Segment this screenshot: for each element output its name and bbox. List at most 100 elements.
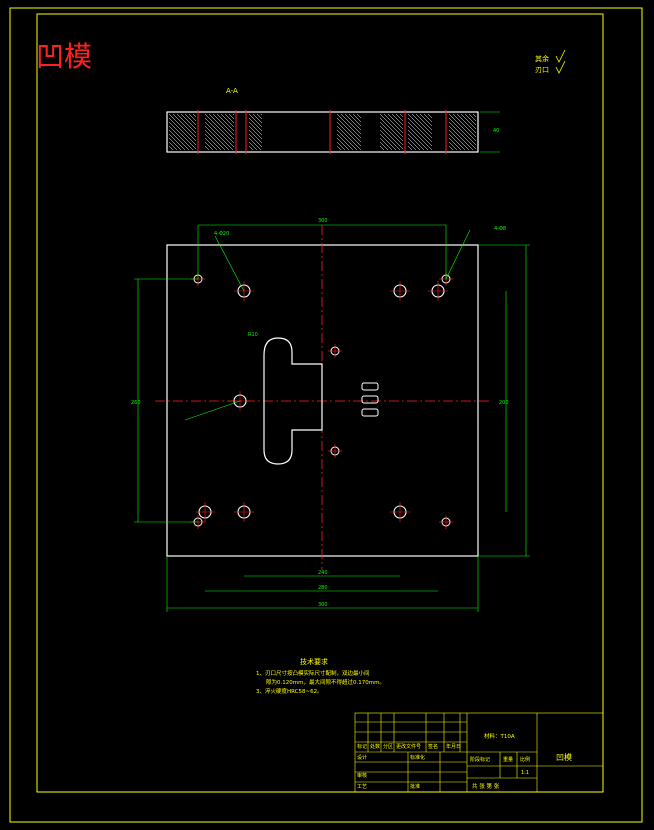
tb-role: 年月日 <box>446 743 461 750</box>
hatch-line <box>204 125 230 151</box>
inner-frame <box>36 13 604 793</box>
hatch-line <box>220 113 235 128</box>
hatch-line <box>248 137 262 151</box>
hatch-line <box>204 117 235 148</box>
hatch-line <box>168 129 190 151</box>
title-block-texts: 材料：T10A 凹模 阶段标记 重量 比例 1:1 共 张 第 张 标记 处数 … <box>357 732 572 790</box>
hatch-line <box>468 113 477 122</box>
hatch-line <box>168 133 186 151</box>
screw-hole <box>195 502 215 522</box>
hatch-line <box>168 137 182 151</box>
hatch-line <box>168 117 197 146</box>
tb-role: 更改文件号 <box>396 743 421 750</box>
hatch-line <box>212 113 235 136</box>
section-outline <box>166 111 479 153</box>
hatch-line <box>204 137 218 151</box>
hatch-line <box>407 133 425 151</box>
roughness-note: 其余 刃口 <box>535 49 566 74</box>
screw-hole <box>428 281 448 301</box>
hatch-line <box>248 141 258 151</box>
hatch-line <box>391 113 404 126</box>
hatch-line <box>224 113 235 124</box>
technical-notes: 技术要求 1、刃口尺寸按凸模实际尺寸配制，双边最小间 隙为0.120mm，最大间… <box>256 657 385 695</box>
hatch-line <box>248 133 263 148</box>
hatch-line <box>204 133 222 151</box>
hatch-line <box>336 117 362 143</box>
hatch-line <box>248 113 263 128</box>
tb-row: 设计 <box>357 754 367 761</box>
punch-cavity <box>263 337 323 465</box>
hatch-line <box>379 133 397 151</box>
dimension-lines <box>134 224 530 612</box>
dim-vertical-span: 260 <box>131 400 141 406</box>
hatch-line <box>460 113 477 130</box>
hatch-line <box>176 113 197 134</box>
hatch-line <box>228 113 235 120</box>
notes-line: 1、刃口尺寸按凸模实际尺寸配制，双边最小间 <box>256 669 370 677</box>
leader-line <box>184 400 241 421</box>
hatch-line <box>379 113 404 138</box>
leader-line <box>214 235 245 292</box>
hatch-line <box>407 137 421 151</box>
tb-ratio-label: 比例 <box>520 756 530 763</box>
hatch-line <box>192 113 197 118</box>
hatch-line <box>407 141 417 151</box>
drawing-title: 凹模 <box>36 40 92 73</box>
hatch-line <box>336 113 362 139</box>
notes-line: 隙为0.120mm，最大间隙不得超过0.170mm。 <box>266 678 385 686</box>
dim-hole-span: 240 <box>318 570 328 576</box>
tb-row: 批准 <box>410 783 420 790</box>
hatch-line <box>248 117 263 132</box>
tb-role: 签名 <box>428 743 438 750</box>
hatch-line <box>379 137 393 151</box>
dim-slot-radius: R10 <box>248 332 258 338</box>
roughness-edge-label: 刃口 <box>535 66 549 74</box>
dim-vertical-inner: 200 <box>499 400 509 406</box>
hatch-line <box>336 145 342 151</box>
hatch-line <box>344 113 362 131</box>
hatch-line <box>180 113 197 130</box>
hatch-line <box>204 141 214 151</box>
hatch-line <box>336 121 362 147</box>
pin-hole <box>328 344 342 358</box>
dimension-texts: 300 240 280 300 260 200 4-Φ20 4-Φ8 R10 <box>131 218 509 608</box>
hatch-line <box>336 141 346 151</box>
hatch-line <box>168 125 194 151</box>
hatch-line <box>232 113 235 116</box>
screw-hole <box>390 502 410 522</box>
hatch-line <box>379 125 404 150</box>
title-block-frame <box>354 712 604 793</box>
hatch-line <box>352 113 362 123</box>
hatch-line <box>448 129 470 151</box>
hatch-line <box>336 125 362 151</box>
section-view: 40 <box>166 110 500 154</box>
notes-heading: 技术要求 <box>300 657 328 666</box>
hatch-line <box>407 145 413 151</box>
hatch-line <box>448 113 477 142</box>
hatch-line <box>336 137 350 151</box>
notes-line: 3、淬火硬度HRC58~62。 <box>256 687 323 695</box>
hatch-line <box>448 117 477 146</box>
tb-part-name: 凹模 <box>556 752 572 762</box>
hatch-line <box>336 129 358 151</box>
pin-hole <box>439 515 453 529</box>
hatch-line <box>383 113 404 134</box>
tb-row: 审核 <box>357 772 367 779</box>
tb-role: 标记 <box>357 743 367 750</box>
hatch-line <box>411 113 433 135</box>
tb-sheet: 共 张 第 张 <box>472 782 500 790</box>
hatch-line <box>248 145 254 151</box>
hatch-line <box>248 129 263 144</box>
tb-material: 材料：T10A <box>484 732 515 740</box>
hatch-line <box>172 113 197 138</box>
hatch-line <box>252 113 263 124</box>
hatch-line <box>216 113 235 132</box>
hatch-line <box>448 137 462 151</box>
hatch-line <box>204 145 210 151</box>
hatch-line <box>399 113 404 118</box>
hatch-line <box>168 141 178 151</box>
hatch-line <box>204 121 234 151</box>
hatch-line <box>208 113 235 140</box>
tb-stage-label: 阶段标记 <box>470 756 490 763</box>
